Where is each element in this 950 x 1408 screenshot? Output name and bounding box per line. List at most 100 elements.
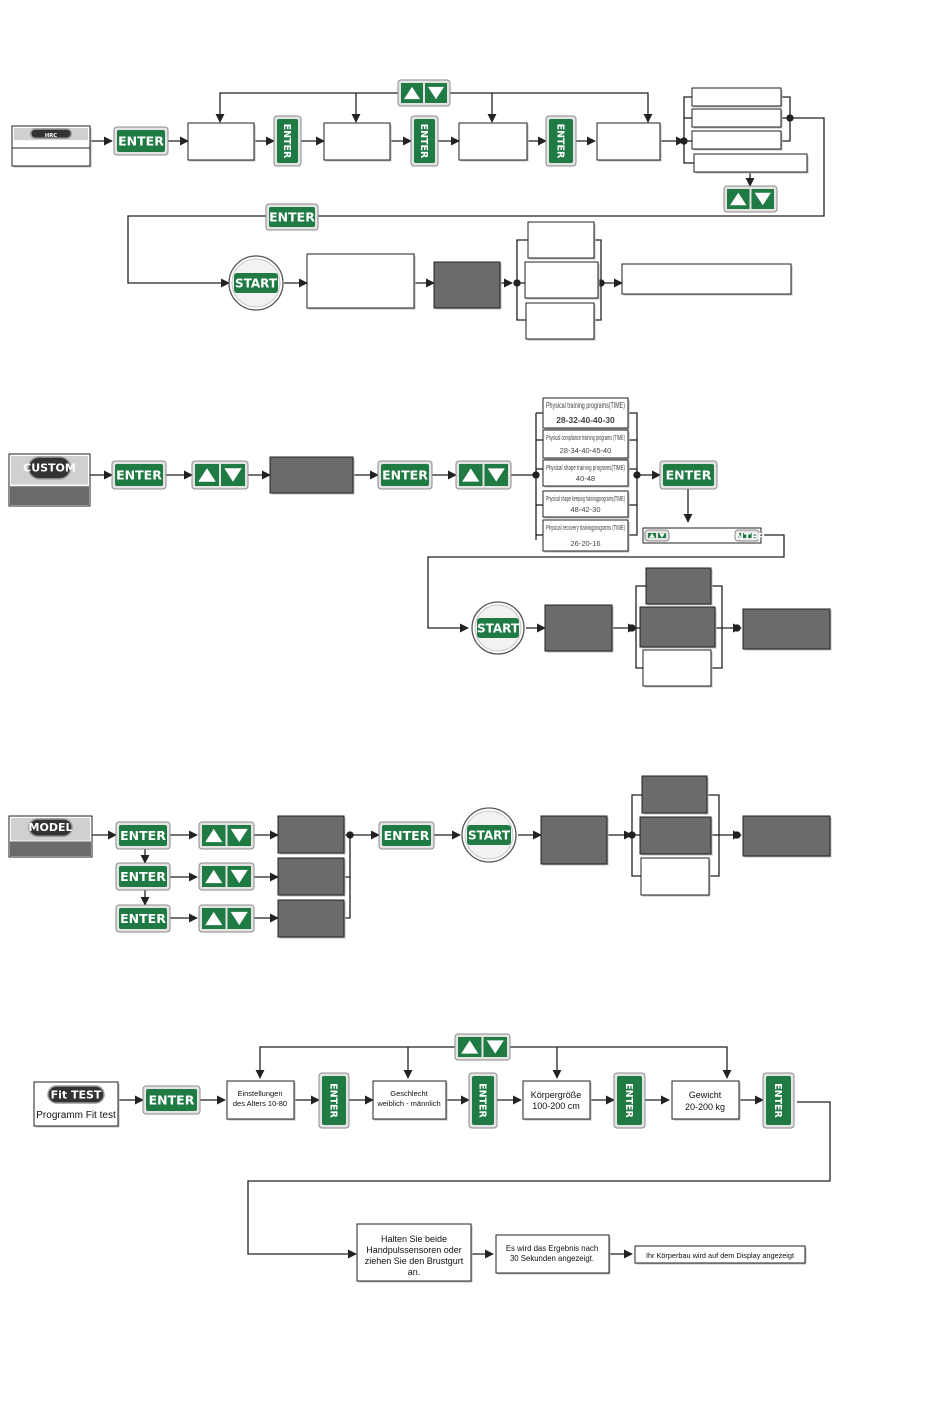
- enter-button[interactable]: ENTER: [468, 1072, 498, 1129]
- arrow-up-icon[interactable]: [202, 908, 226, 929]
- connector-line: [683, 96, 692, 141]
- arrow-down-icon[interactable]: [227, 825, 252, 846]
- connector-line: [516, 239, 528, 283]
- model-mode-button[interactable]: MODEL: [8, 815, 93, 858]
- program-box: Physical recovery trainingprograms (TIME…: [542, 519, 630, 553]
- program-values: 28-34-40-45-40: [560, 446, 612, 455]
- enter-button-label: ENTER: [120, 828, 166, 843]
- arrow-up-icon[interactable]: [202, 825, 226, 846]
- enter-button[interactable]: ENTER: [762, 1072, 795, 1129]
- connector-line: [631, 794, 642, 835]
- up-down-arrow-keys[interactable]: [198, 862, 255, 891]
- arrow-down-icon[interactable]: [425, 83, 447, 103]
- junction-dot: [628, 624, 636, 632]
- label-text: Handpulssensoren oder: [366, 1245, 462, 1255]
- start-button[interactable]: START: [228, 255, 284, 311]
- display-box-dark: [641, 775, 709, 815]
- enter-button[interactable]: ENTER: [659, 460, 718, 490]
- enter-button[interactable]: ENTER: [273, 115, 302, 167]
- display-box-dark: [645, 567, 713, 606]
- enter-button[interactable]: ENTER: [115, 821, 171, 850]
- updown-enter-bar: [642, 527, 762, 544]
- option-box: [640, 857, 711, 897]
- connector-line: [318, 117, 825, 217]
- arrow-down-icon[interactable]: [484, 464, 509, 486]
- up-down-arrow-keys[interactable]: [191, 460, 249, 490]
- program-values: 26-20-16: [570, 539, 600, 548]
- hrc-mode-button[interactable]: HRC: [11, 125, 91, 149]
- display-box-dark: [540, 815, 609, 866]
- arrow-up-icon[interactable]: [401, 83, 423, 103]
- enter-button[interactable]: ENTER: [115, 904, 171, 933]
- arrow-up-icon[interactable]: [195, 464, 219, 486]
- display-box-dark: [269, 456, 355, 495]
- start-button[interactable]: START: [461, 807, 517, 863]
- arrow-down-icon[interactable]: [227, 866, 252, 887]
- program-box: Physical shape training programs(TIME)40…: [542, 459, 630, 488]
- arrow-up-icon[interactable]: [727, 189, 750, 209]
- up-down-arrow-keys[interactable]: [198, 904, 255, 933]
- setting-box: [596, 122, 662, 162]
- fit-test-mode-button[interactable]: Fit TEST: [47, 1085, 105, 1104]
- connector-line: [510, 1046, 562, 1079]
- start-button[interactable]: START: [471, 601, 525, 655]
- enter-button-label: ENTER: [120, 911, 166, 926]
- program-title: Physical compliance training programs (T…: [546, 435, 625, 442]
- option-box: [525, 302, 596, 341]
- display-box-dark: [277, 815, 346, 855]
- up-down-arrow-keys[interactable]: [198, 821, 255, 850]
- connector-line: [635, 585, 646, 628]
- arrow-down-icon[interactable]: [483, 1037, 508, 1057]
- up-down-arrow-keys[interactable]: [397, 79, 451, 107]
- enter-button-label: ENTER: [328, 1083, 339, 1118]
- arrow-up-icon[interactable]: [458, 1037, 482, 1057]
- arrow-up-icon[interactable]: [648, 533, 656, 538]
- arrow-up-icon[interactable]: [202, 866, 226, 887]
- program-title: Physical shape training programs(TIME): [546, 465, 625, 472]
- display-box-dark: [639, 606, 717, 649]
- display-box-dark: [544, 604, 614, 653]
- enter-button[interactable]: ENTER: [115, 862, 171, 891]
- enter-button[interactable]: ENTER: [111, 460, 167, 490]
- connector-line: [711, 585, 723, 669]
- enter-button[interactable]: ENTER: [613, 1072, 646, 1129]
- setting-box: [323, 122, 392, 162]
- mode-button-label: CUSTOM: [23, 461, 76, 474]
- arrow-down-icon[interactable]: [221, 464, 245, 486]
- arrow-up-icon[interactable]: [459, 464, 483, 486]
- enter-button[interactable]: ENTER: [377, 460, 433, 490]
- up-down-arrow-keys[interactable]: [723, 185, 778, 213]
- enter-button-label: ENTER: [120, 869, 166, 884]
- up-down-arrow-keys[interactable]: [455, 460, 512, 490]
- result-box: [621, 263, 793, 296]
- program-title: Physical training programs(TIME): [546, 400, 625, 410]
- option-box: [693, 153, 809, 174]
- enter-button[interactable]: ENTER: [318, 1072, 350, 1129]
- enter-button-label: ENTER: [149, 1093, 195, 1108]
- enter-button[interactable]: ENTER: [410, 115, 439, 167]
- enter-button[interactable]: ENTER: [545, 115, 577, 167]
- custom-mode-button[interactable]: CUSTOM: [8, 453, 91, 507]
- up-down-arrow-keys[interactable]: [454, 1033, 511, 1061]
- display-box-dark: [277, 899, 346, 939]
- enter-button[interactable]: ENTER: [113, 126, 169, 156]
- arrow-down-icon[interactable]: [751, 189, 775, 209]
- enter-button-label: ENTER: [729, 532, 766, 543]
- connector-line: [215, 92, 398, 123]
- enter-button-label: ENTER: [666, 468, 712, 483]
- arrow-down-icon[interactable]: [227, 908, 252, 929]
- label-text: Körpergröße: [531, 1090, 582, 1100]
- connector-line: [631, 835, 641, 877]
- display-result-box: Ihr Körperbau wird auf dem Display angez…: [634, 1245, 807, 1265]
- arrow-down-icon[interactable]: [658, 533, 666, 538]
- enter-button[interactable]: ENTER: [378, 821, 435, 850]
- mode-button-label: Fit TEST: [51, 1089, 102, 1102]
- enter-button[interactable]: ENTER: [142, 1085, 201, 1115]
- enter-button[interactable]: ENTER: [265, 203, 319, 231]
- enter-button[interactable]: ENTER: [729, 529, 766, 543]
- up-down-arrow-keys[interactable]: [644, 529, 670, 542]
